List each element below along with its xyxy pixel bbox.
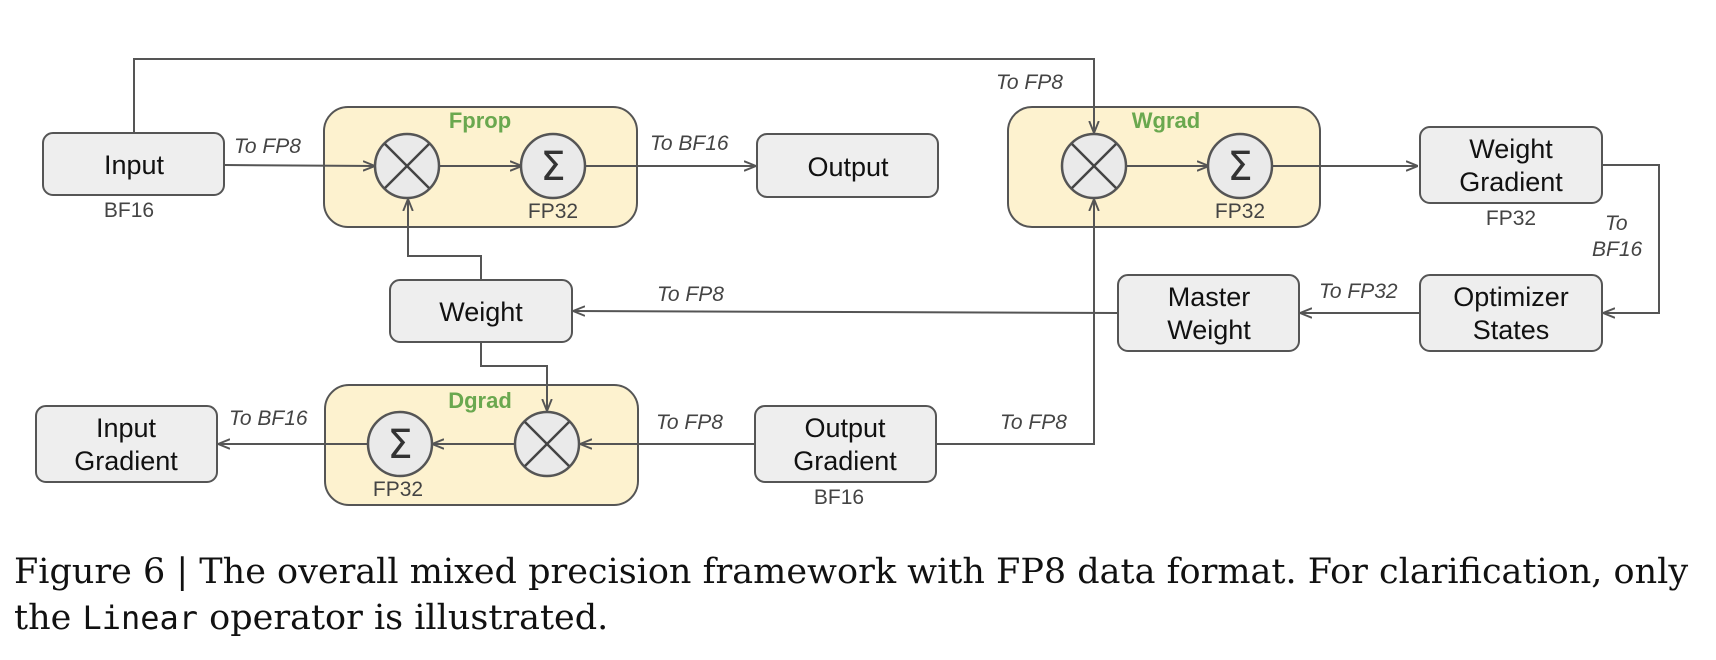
edge-label-outgrad-wgrad: To FP8 [1000,411,1067,434]
caption-text: Figure 6 | The overall mixed precision f… [14,552,1689,638]
connections [133,58,1660,445]
master-weight-label-line1: Master [1168,282,1251,312]
output-node: Output [756,133,939,198]
weight-gradient-label-line1: Weight [1469,134,1553,164]
caption-text-end: operator is illustrated. [198,598,609,638]
master-weight-node: Master Weight [1117,274,1300,352]
edge-label-outgrad-dgrad: To FP8 [656,411,723,434]
edge-label-master-weight: To FP8 [657,283,724,306]
weight-node: Weight [389,279,573,343]
edge-input-wgrad [133,58,1094,133]
precision-framework-diagram: Fprop Wgrad Dgrad [35,58,1660,509]
optimizer-states-node: Optimizer States [1419,274,1603,352]
edge-outgrad-wgrad [936,199,1094,445]
input-label: Input [104,150,165,180]
weight-gradient-label-line2: Gradient [1459,167,1563,197]
output-gradient-label-line1: Output [804,413,886,443]
dgrad-sum-operator: Σ [366,410,434,478]
wgrad-sum-dtype: FP32 [1215,200,1265,223]
edge-label-input-wgrad: To FP8 [996,71,1063,94]
edge-weight-fprop [408,199,482,281]
fprop-sum-operator: Σ [519,132,587,200]
figure-caption: Figure 6 | The overall mixed precision f… [14,549,1704,641]
dgrad-title: Dgrad [448,388,512,413]
edge-weightgrad-optimizer [1602,164,1660,313]
edge-label-weightgrad-optimizer-line2: BF16 [1592,238,1643,261]
dgrad-multiply-operator [513,410,581,478]
weight-gradient-dtype: FP32 [1486,207,1536,230]
caption-code: Linear [82,599,199,637]
optimizer-states-label-line2: States [1473,315,1550,345]
weight-label: Weight [439,297,523,327]
input-dtype: BF16 [104,199,154,222]
input-node: Input [42,132,225,196]
edge-input-fprop [223,165,375,166]
dgrad-sum-dtype: FP32 [373,478,423,501]
edge-label-dgrad-inputgrad: To BF16 [229,407,308,430]
input-gradient-label-line1: Input [96,413,157,443]
edge-label-input-fprop: To FP8 [234,135,301,158]
optimizer-states-label-line1: Optimizer [1453,282,1569,312]
output-gradient-label-line2: Gradient [793,446,897,476]
fprop-title: Fprop [449,108,511,133]
fprop-sum-symbol: Σ [540,144,565,190]
input-gradient-label-line2: Gradient [74,446,178,476]
edge-label-optimizer-master: To FP32 [1319,280,1398,303]
output-label: Output [807,152,889,182]
fprop-sum-dtype: FP32 [528,200,578,223]
input-gradient-node: Input Gradient [35,405,218,483]
wgrad-sum-symbol: Σ [1227,144,1252,190]
edge-label-fprop-output: To BF16 [650,132,729,155]
fprop-multiply-operator [373,132,441,200]
edge-label-weightgrad-optimizer-line1: To [1605,212,1628,235]
weight-gradient-node: Weight Gradient [1419,126,1603,204]
dgrad-sum-symbol: Σ [387,422,412,468]
master-weight-label-line2: Weight [1167,315,1251,345]
wgrad-multiply-operator [1060,132,1128,200]
wgrad-sum-operator: Σ [1206,132,1274,200]
output-gradient-node: Output Gradient [754,405,937,483]
wgrad-title: Wgrad [1132,108,1200,133]
output-gradient-dtype: BF16 [814,486,864,509]
edge-master-weight [573,311,1118,313]
edge-weight-dgrad [480,343,547,411]
